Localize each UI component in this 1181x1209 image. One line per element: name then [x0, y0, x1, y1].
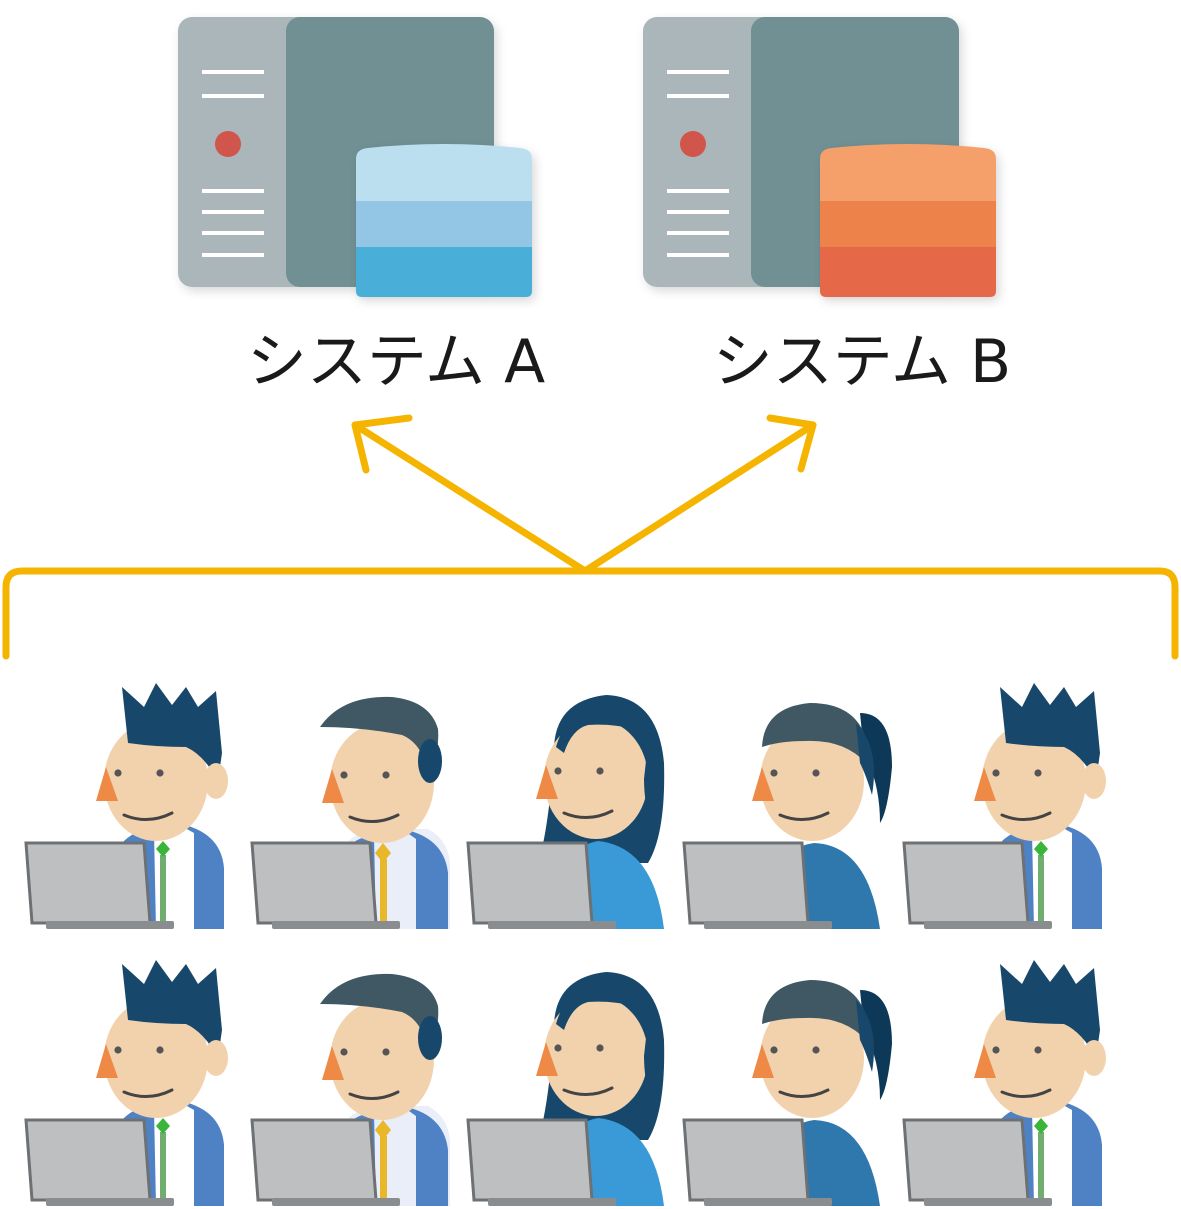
- laptop-icon: [24, 1118, 174, 1206]
- user-group-bracket: [2, 567, 1179, 660]
- laptop-icon: [902, 1118, 1052, 1206]
- user-side-part-man-icon: [250, 973, 450, 1206]
- access-connector: [2, 414, 1179, 660]
- arrow-to-system-b: [581, 421, 817, 575]
- user-long-hair-woman-icon: [466, 695, 665, 929]
- arrow-head-b-icon: [766, 414, 817, 473]
- system-b-label: システム B: [713, 327, 1011, 397]
- laptop-icon: [250, 1118, 400, 1206]
- user-ponytail-woman-icon: [682, 703, 892, 929]
- user-spiky-man-icon: [902, 683, 1106, 929]
- user-side-part-man-icon: [250, 696, 450, 929]
- system-a-label: システム A: [247, 327, 545, 397]
- laptop-icon: [24, 841, 174, 929]
- laptop-icon: [466, 1118, 616, 1206]
- user-grid: [24, 683, 1106, 1206]
- user-ponytail-woman-icon: [682, 980, 892, 1206]
- database-b-icon: [820, 144, 996, 297]
- user-spiky-man-icon: [902, 960, 1106, 1206]
- arrow-to-system-a: [351, 421, 589, 575]
- user-spiky-man-icon: [24, 683, 228, 929]
- laptop-icon: [682, 841, 832, 929]
- database-a-icon: [356, 144, 532, 297]
- user-long-hair-woman-icon: [466, 972, 665, 1206]
- laptop-icon: [250, 841, 400, 929]
- laptop-icon: [902, 841, 1052, 929]
- user-spiky-man-icon: [24, 960, 228, 1206]
- arrow-head-a-icon: [351, 414, 413, 474]
- laptop-icon: [682, 1118, 832, 1206]
- laptop-icon: [466, 841, 616, 929]
